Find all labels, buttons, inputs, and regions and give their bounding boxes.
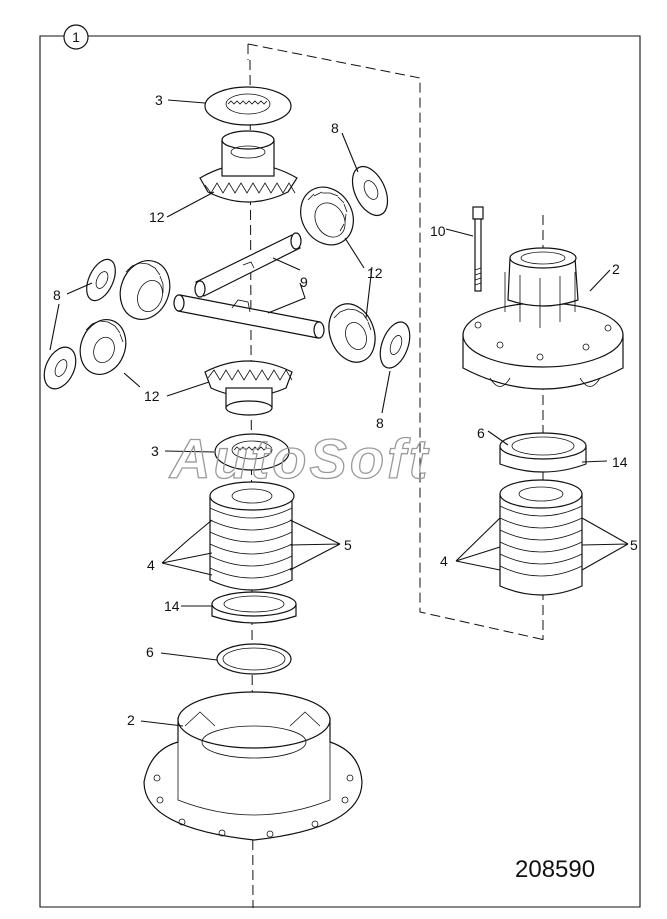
pinion-gear-lower-left xyxy=(79,319,127,375)
callout-8-top: 8 xyxy=(331,120,339,136)
watermark: AutoSoft xyxy=(168,427,430,490)
callout-12-top: 12 xyxy=(149,209,165,225)
callout-4-left: 4 xyxy=(147,557,155,573)
thrust-washer-8-left-lower xyxy=(43,346,77,390)
callout-3-mid: 3 xyxy=(151,443,159,459)
leader-lines xyxy=(49,99,629,727)
callout-8-left: 8 xyxy=(53,287,61,303)
callout-14-left: 14 xyxy=(164,598,180,614)
differential-housing-lower xyxy=(143,691,363,841)
thrust-washer-top xyxy=(204,86,292,126)
side-gear-lower xyxy=(204,360,293,416)
differential-housing-upper xyxy=(462,247,624,390)
callout-8-right: 8 xyxy=(376,415,384,431)
callout-9: 9 xyxy=(300,274,308,290)
thrust-washer-mid xyxy=(214,433,290,471)
thrust-washer-8-top xyxy=(351,165,389,217)
callout-2-right: 2 xyxy=(612,261,620,277)
bolt xyxy=(472,206,484,292)
callout-6-left: 6 xyxy=(146,644,154,660)
pressure-ring-left xyxy=(211,591,297,624)
thrust-washer-8-left-upper xyxy=(86,258,116,302)
view-number-circle xyxy=(63,24,89,50)
frame-border xyxy=(39,35,641,908)
callout-10: 10 xyxy=(430,223,446,239)
callout-12-right: 12 xyxy=(367,265,383,281)
pinion-gear-upper-right xyxy=(300,186,354,246)
callout-5-right: 5 xyxy=(630,537,638,553)
callout-5-left: 5 xyxy=(344,537,352,553)
clutch-pack-left xyxy=(209,481,295,591)
pinion-gear-right xyxy=(328,303,376,363)
callout-2-left: 2 xyxy=(127,712,135,728)
side-gear-top xyxy=(199,130,298,203)
callout-6-right: 6 xyxy=(477,425,485,441)
cross-shaft-upper xyxy=(194,232,302,298)
drawing-number: 208590 xyxy=(515,856,595,883)
callout-12-bottom: 12 xyxy=(144,388,160,404)
view-number: 1 xyxy=(72,29,80,45)
callout-4-right: 4 xyxy=(440,553,448,569)
assembly-boundary-dashed xyxy=(247,43,546,641)
callout-14-right: 14 xyxy=(612,454,628,470)
thrust-washer-8-right xyxy=(379,321,411,369)
pressure-ring-right xyxy=(499,432,587,473)
clutch-pack-right xyxy=(499,479,583,596)
callout-3-top: 3 xyxy=(155,92,163,108)
pinion-gear-left xyxy=(119,260,171,320)
cross-shaft-lower xyxy=(173,294,325,339)
o-ring-left xyxy=(216,643,292,675)
